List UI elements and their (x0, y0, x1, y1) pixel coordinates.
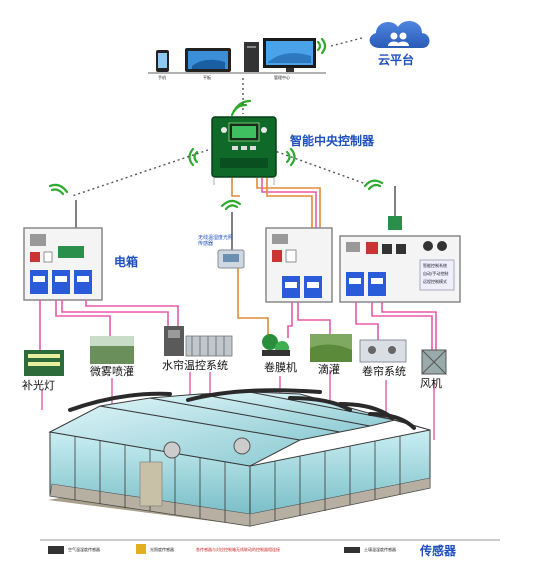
devices-group (148, 38, 326, 74)
right-cabinet-note-1: 智能控制系统 (423, 263, 447, 268)
exhaust-fan-icon (421, 349, 447, 375)
equipment-label-shade: 卷帘系统 (362, 365, 406, 378)
equipment-label-water-curtain: 水帘温控系统 (162, 359, 228, 372)
wireless-sensor-node-icon (217, 212, 245, 269)
pc-label: 管理中心 (274, 75, 290, 80)
tablet-label: 平板 (203, 75, 211, 80)
right-cabinet-note-3: 远程控制模式 (423, 279, 447, 284)
micro-spray-icon (90, 336, 134, 364)
roll-film-motor-icon (262, 334, 290, 356)
legend-air-sensor: 空气温湿度传感器 (68, 547, 100, 552)
pc-tower-icon (244, 42, 259, 72)
controller-wires (231, 178, 321, 336)
cloud-platform-label: 云平台 (378, 53, 415, 67)
soil-sensor-icon (344, 547, 360, 553)
equipment-label-micro-spray: 微雾喷灌 (90, 365, 134, 378)
central-controller-icon (211, 116, 277, 185)
cloud-icon (369, 21, 430, 48)
water-curtain-icon (164, 326, 233, 357)
wifi-signal-icons (48, 37, 384, 211)
phone-label: 手机 (158, 75, 166, 80)
equipment-label-grow-light: 补光灯 (22, 379, 55, 392)
equipment-label-roll-film: 卷膜机 (264, 361, 297, 374)
wireless-links (71, 37, 367, 197)
shade-curtain-icon (359, 339, 407, 363)
legend-light-sensor: 光照度传感器 (150, 547, 174, 552)
legend-note: 各传感器与对应控制箱无线联动的控制器相连接 (196, 547, 280, 552)
right-control-cabinet-icon (339, 186, 461, 303)
right-cabinet-note-2: 自动/手动控制 (423, 271, 449, 276)
light-sensor-icon (136, 544, 146, 554)
drip-irrigation-icon (310, 334, 352, 362)
air-sensor-icon (48, 546, 64, 554)
sensor-node-label: 无线温湿度光照传感器 (198, 235, 234, 247)
left-control-cabinet-icon (23, 200, 103, 301)
legend-bar (40, 539, 500, 554)
legend-soil-sensor: 土壤温湿度传感器 (364, 547, 396, 552)
left-cabinet-label: 电箱 (114, 255, 139, 269)
controller-label: 智能中央控制器 (290, 134, 375, 148)
equipment-label-drip: 滴灌 (318, 363, 340, 376)
legend-title: 传感器 (420, 544, 457, 558)
middle-control-cabinet-icon (265, 227, 333, 303)
grow-light-icon (24, 350, 64, 376)
greenhouse-illustration (48, 388, 431, 527)
equipment-label-fan: 风机 (420, 377, 442, 390)
cabinet-to-equipment-wires (39, 300, 437, 352)
